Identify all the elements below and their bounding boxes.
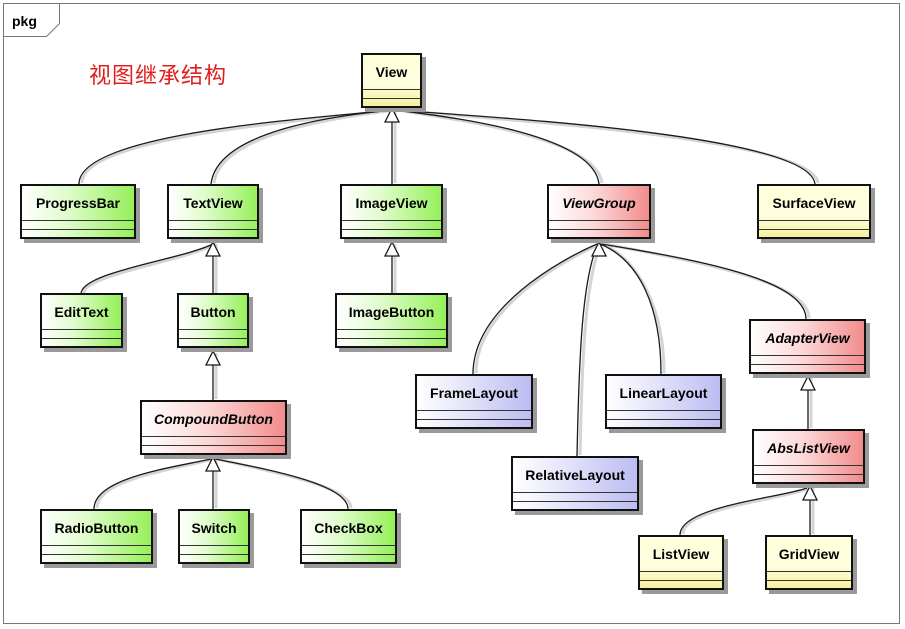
operations-compartment [180,555,248,562]
operations-compartment [607,420,720,427]
class-linearlayout[interactable]: LinearLayout [605,374,722,429]
operations-compartment [42,555,151,562]
attributes-compartment [169,221,257,230]
operations-compartment [759,230,869,237]
operations-compartment [169,230,257,237]
attributes-compartment [640,572,722,581]
class-framelayout[interactable]: FrameLayout [415,374,533,429]
attributes-compartment [42,546,151,555]
package-tab [3,3,60,37]
attributes-compartment [513,493,637,502]
attributes-compartment [759,221,869,230]
operations-compartment [417,420,531,427]
operations-compartment [302,555,395,562]
attributes-compartment [754,466,863,475]
class-name: Button [179,295,247,330]
class-name: SurfaceView [759,186,869,221]
operations-compartment [549,230,649,237]
class-name: ProgressBar [22,186,134,221]
class-gridview[interactable]: GridView [765,535,853,590]
class-viewgroup[interactable]: ViewGroup [547,184,651,239]
attributes-compartment [751,356,864,365]
class-button[interactable]: Button [177,293,249,348]
operations-compartment [640,581,722,588]
attributes-compartment [302,546,395,555]
class-surfaceview[interactable]: SurfaceView [757,184,871,239]
operations-compartment [142,446,285,453]
class-checkbox[interactable]: CheckBox [300,509,397,564]
class-name: AdapterView [751,321,864,356]
attributes-compartment [179,330,247,339]
diagram-title: 视图继承结构 [89,64,228,89]
class-imageview[interactable]: ImageView [340,184,443,239]
class-name: Switch [180,511,248,546]
class-name: View [363,55,420,90]
class-name: TextView [169,186,257,221]
attributes-compartment [363,90,420,99]
operations-compartment [22,230,134,237]
class-adapterview[interactable]: AdapterView [749,319,866,374]
attributes-compartment [142,437,285,446]
class-name: GridView [767,537,851,572]
attributes-compartment [180,546,248,555]
class-name: CompoundButton [142,402,285,437]
attributes-compartment [607,411,720,420]
class-progressbar[interactable]: ProgressBar [20,184,136,239]
class-name: ImageView [342,186,441,221]
operations-compartment [337,339,446,346]
class-name: EditText [42,295,121,330]
operations-compartment [363,99,420,106]
class-view[interactable]: View [361,53,422,108]
class-name: RelativeLayout [513,458,637,493]
attributes-compartment [767,572,851,581]
operations-compartment [754,475,863,482]
operations-compartment [513,502,637,509]
attributes-compartment [549,221,649,230]
attributes-compartment [417,411,531,420]
operations-compartment [42,339,121,346]
class-imagebutton[interactable]: ImageButton [335,293,448,348]
class-name: FrameLayout [417,376,531,411]
class-listview[interactable]: ListView [638,535,724,590]
class-switch[interactable]: Switch [178,509,250,564]
class-name: LinearLayout [607,376,720,411]
class-compoundbutton[interactable]: CompoundButton [140,400,287,455]
class-name: CheckBox [302,511,395,546]
class-radiobutton[interactable]: RadioButton [40,509,153,564]
attributes-compartment [342,221,441,230]
class-name: ImageButton [337,295,446,330]
package-frame [3,3,900,624]
attributes-compartment [337,330,446,339]
class-abslistview[interactable]: AbsListView [752,429,865,484]
operations-compartment [342,230,441,237]
class-edittext[interactable]: EditText [40,293,123,348]
operations-compartment [751,365,864,372]
class-name: RadioButton [42,511,151,546]
class-name: ListView [640,537,722,572]
attributes-compartment [22,221,134,230]
class-relativelayout[interactable]: RelativeLayout [511,456,639,511]
class-textview[interactable]: TextView [167,184,259,239]
operations-compartment [179,339,247,346]
package-label: pkg [12,13,37,29]
class-name: AbsListView [754,431,863,466]
operations-compartment [767,581,851,588]
attributes-compartment [42,330,121,339]
class-name: ViewGroup [549,186,649,221]
